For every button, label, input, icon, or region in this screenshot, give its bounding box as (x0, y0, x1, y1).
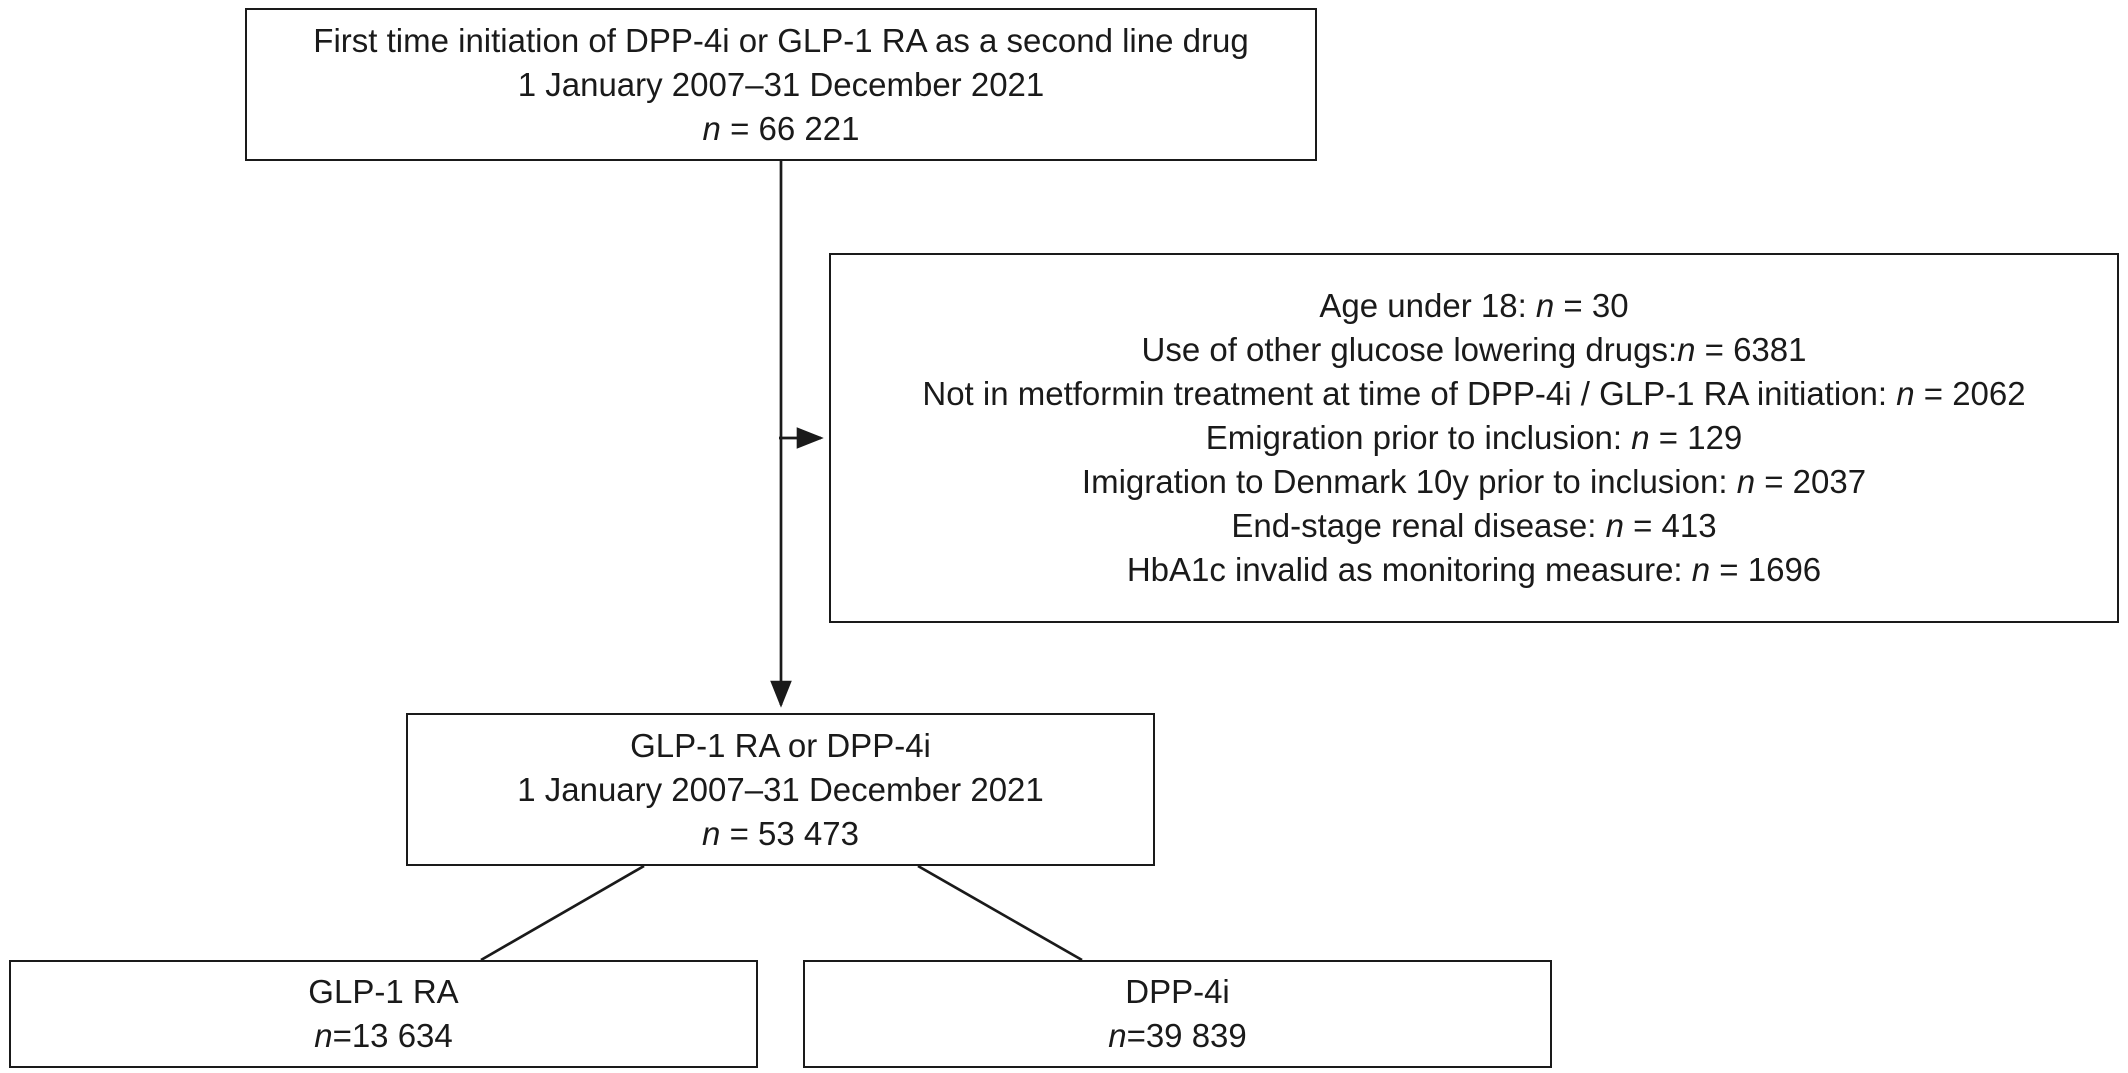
branch-line-glp1 (480, 864, 645, 962)
glp1-count: n=13 634 (314, 1017, 453, 1054)
cohort-title: GLP-1 RA or DPP-4i (630, 726, 931, 764)
exclusion-item: End-stage renal disease: n = 413 (1231, 507, 1717, 544)
initiation-title: First time initiation of DPP-4i or GLP-1… (313, 21, 1249, 59)
exclusion-item: Emigration prior to inclusion: n = 129 (1205, 419, 1743, 456)
exclusion-item: Not in metformin treatment at time of DP… (922, 375, 2026, 412)
initiation-box: First time initiation of DPP-4i or GLP-1… (245, 8, 1317, 161)
branch-line-dpp4 (917, 864, 1083, 962)
exclusion-item: Age under 18: n = 30 (1319, 287, 1629, 324)
dpp4-box: DPP-4i n=39 839 (803, 960, 1552, 1068)
exclusion-item: Use of other glucose lowering drugs:n = … (1141, 331, 1807, 368)
initiation-count: n = 66 221 (702, 109, 860, 147)
exclusion-item: Imigration to Denmark 10y prior to inclu… (1081, 463, 1867, 500)
dpp4-count: n=39 839 (1108, 1017, 1247, 1054)
exclusion-box: Age under 18: n = 30 Use of other glucos… (829, 253, 2119, 623)
cohort-count: n = 53 473 (702, 814, 859, 852)
dpp4-label: DPP-4i (1125, 973, 1230, 1010)
cohort-period: 1 January 2007–31 December 2021 (517, 770, 1044, 808)
cohort-box: GLP-1 RA or DPP-4i 1 January 2007–31 Dec… (406, 713, 1155, 866)
glp1-label: GLP-1 RA (308, 973, 459, 1010)
initiation-period: 1 January 2007–31 December 2021 (517, 65, 1045, 103)
exclusion-item: HbA1c invalid as monitoring measure: n =… (1126, 551, 1822, 588)
glp1-box: GLP-1 RA n=13 634 (9, 960, 758, 1068)
